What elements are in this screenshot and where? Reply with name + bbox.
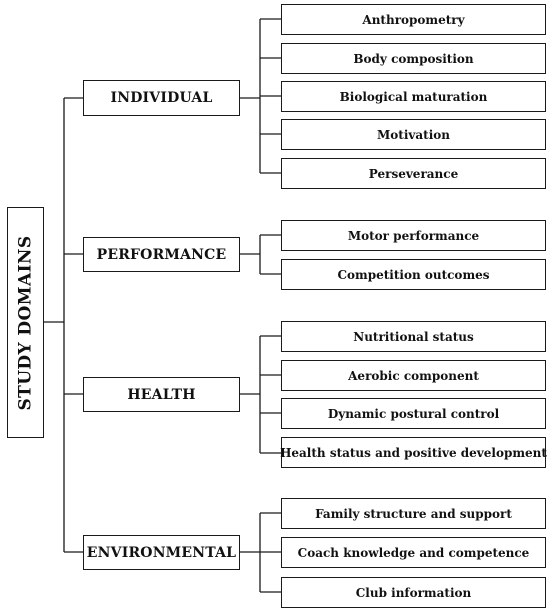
item-label: Anthropometry — [362, 12, 465, 27]
item-label: Dynamic postural control — [327, 406, 500, 421]
item-label: Coach knowledge and competence — [297, 545, 530, 560]
item-label: Competition outcomes — [337, 267, 490, 282]
item-biological-maturation: Biological maturation — [281, 81, 546, 112]
item-label: Biological maturation — [339, 89, 488, 104]
item-motivation: Motivation — [281, 119, 546, 150]
item-club-information: Club information — [281, 577, 546, 608]
category-performance: PERFORMANCE — [83, 237, 240, 272]
category-environmental: ENVIRONMENTAL — [83, 535, 240, 570]
item-label: Motivation — [377, 127, 450, 142]
item-perseverance: Perseverance — [281, 158, 546, 189]
category-label: PERFORMANCE — [96, 246, 227, 263]
root-node: STUDY DOMAINS — [7, 207, 44, 438]
item-body-composition: Body composition — [281, 43, 546, 74]
category-label: ENVIRONMENTAL — [86, 544, 237, 561]
item-dynamic-postural-control: Dynamic postural control — [281, 398, 546, 429]
category-health: HEALTH — [83, 377, 240, 412]
category-label: INDIVIDUAL — [110, 90, 213, 106]
item-coach-knowledge: Coach knowledge and competence — [281, 537, 546, 568]
item-nutritional-status: Nutritional status — [281, 321, 546, 352]
item-competition-outcomes: Competition outcomes — [281, 259, 546, 290]
item-label: Aerobic component — [348, 368, 479, 383]
item-motor-performance: Motor performance — [281, 220, 546, 251]
item-anthropometry: Anthropometry — [281, 4, 546, 35]
category-label: HEALTH — [127, 386, 196, 403]
item-label: Family structure and support — [315, 506, 512, 521]
item-label: Health status and positive development — [280, 445, 547, 460]
item-label: Motor performance — [347, 228, 480, 243]
item-label: Club information — [355, 585, 472, 600]
item-family-structure: Family structure and support — [281, 498, 546, 529]
item-health-status: Health status and positive development — [280, 437, 547, 468]
item-aerobic-component: Aerobic component — [281, 360, 546, 391]
root-label: STUDY DOMAINS — [15, 234, 36, 411]
item-label: Perseverance — [368, 166, 459, 181]
item-label: Nutritional status — [353, 329, 474, 344]
category-individual: INDIVIDUAL — [83, 80, 240, 116]
item-label: Body composition — [353, 51, 474, 66]
